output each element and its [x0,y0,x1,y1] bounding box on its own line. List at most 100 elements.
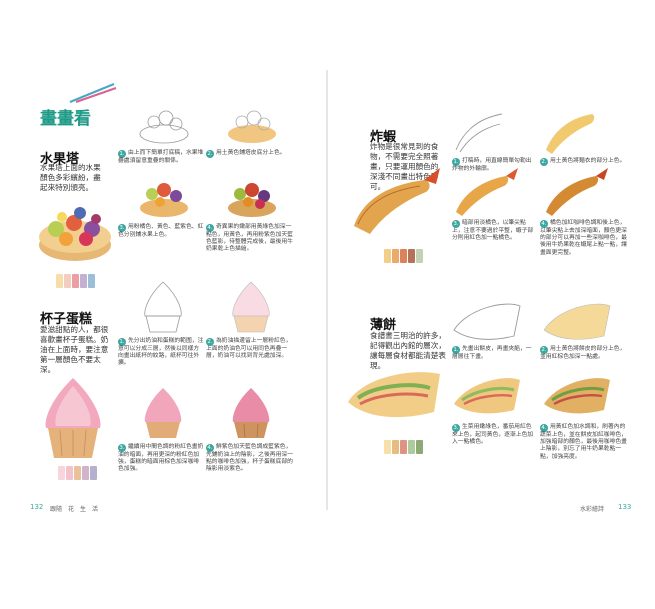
wrap-step4: 4.用黃紅色加水調和，刷著內的蔬菜上色，並在餅皮加紅咖啡色，加強暗部的顏色，最後… [540,424,630,461]
step-text: 奇異果的嫩部用黃綠色加深一點色，用黃色，再用粉紫色加天藍色藍影，待整體完成後，最… [206,224,293,253]
wrap-blurb: 食譜書三明治的許多，記得觀出內館的層次，讓每層食材都能清楚表現。 [370,331,446,370]
fruit-tart-step3: 3.用粉橘色、黃色、藍紫色、紅色分別鋪水果上色。 [118,224,204,239]
step-number: 1. [118,338,126,346]
step-number: 1. [452,346,460,354]
cupcake-step1-sketch [144,281,182,333]
step-number: 3. [118,224,126,232]
shrimp-step3: 3.暗部用淡橘色，以筆尖點上，注意不要過於平整，蝦子部分則用紅色加一點橘色。 [452,220,536,242]
wrap-step2: 2.用土黃色將餅皮的部分上色，並用紅棕色加深一點處。 [540,346,630,361]
step-number: 1. [118,150,126,158]
wrap-step4-final [544,378,610,414]
color-swatch [392,440,399,454]
cupcake-illustration [45,378,101,458]
shrimp-step1-sketch [455,113,503,153]
step-text: 用土黃色將餅皮的部分上色，並用紅棕色加深一點處。 [540,346,626,360]
color-swatch [400,440,407,454]
fruit-tart-step2-base [228,110,276,143]
wrap-title: 薄餅 [370,318,397,333]
running-header-right: 水彩繪詩 [580,506,605,513]
paintbrush-icon [69,82,117,104]
fruit-tart-title: 水果塔 [40,152,80,167]
color-swatch [384,440,391,454]
color-swatch [416,440,423,454]
step-number: 4. [540,424,548,432]
wrap-illustration [348,372,440,418]
color-swatch [56,274,63,288]
color-swatch [64,274,71,288]
step-text: 先分出奶油和蛋糕的範圍，注意可以分成三層，然後以同樣方向畫出紙杯的紋路，紙杯可往… [118,338,204,367]
color-swatch [408,249,415,263]
fruit-tart-illustration [39,207,111,261]
shrimp-step3-color [456,168,518,216]
step-number: 2. [540,346,548,354]
fruit-tart-step1: 1.由上而下簡單打底稿，水果堆疊處須留意重疊的關係。 [118,150,204,165]
cupcake-step4: 4.鮮紫色加天藍色調成藍紫色，先鋪奶油上的陰影，之後再用深一點的咖啡色加強，杯子… [206,444,296,474]
color-swatch [416,249,423,263]
step-number: 1. [452,158,460,166]
cupcake-step4-final [232,388,270,438]
shrimp-step2-base [546,114,595,154]
cupcake-step1: 1.先分出奶油和蛋糕的範圍，注意可以分成三層，然後以同樣方向畫出紙杯的紋路，紙杯… [118,338,204,368]
color-swatch [80,274,87,288]
wrap-step3: 3.生菜用嫩綠色，番茄用紅色來上色，起司黃色，逐漸上色加入一點橘色。 [452,424,536,446]
fruit-tart-step1-sketch [139,110,189,144]
step-number: 2. [540,158,548,166]
step-number: 3. [452,424,460,432]
cupcake-blurb: 愛滋甜點的人，都很喜歡畫杯子蛋糕。奶油在上面時，要注意第一層顏色不要太深。 [40,325,109,374]
shrimp-title: 炸蝦 [370,130,397,145]
step-text: 鮮紫色加天藍色調成藍紫色，先鋪奶油上的陰影，之後再用深一點的咖啡色加強，杯子蛋糕… [206,444,293,473]
color-swatch [400,249,407,263]
step-number: 4. [206,224,214,232]
fruit-tart-step3-color [140,183,188,217]
step-number: 3. [118,444,126,452]
cupcake-swatches [58,466,97,480]
fruit-tart-swatches [56,274,95,288]
step-text: 先畫出餅皮，再畫夾餡，一層層往下畫。 [452,346,532,360]
color-swatch [90,466,97,480]
wrap-step1-sketch [453,303,521,340]
step-text: 打稿時，用直線簡單勾勒出炸物的外輪廓。 [452,158,532,172]
wrap-step3-color [454,378,520,414]
step-text: 橘色加紅咖啡色調和後上色，以筆尖點上去加深暗面，顏色更深的部分可以再加一些深咖啡… [540,220,627,256]
book-gutter [326,70,328,510]
step-text: 用黃紅色加水調和，刷著內的蔬菜上色，並在餅皮加紅咖啡色，加強暗部的顏色，最後用咖… [540,424,627,460]
step-text: 由上而下簡單打底稿，水果堆疊處須留意重疊的關係。 [118,150,204,164]
step-text: 用粉橘色、黃色、藍紫色、紅色分別鋪水果上色。 [118,224,204,238]
cupcake-step2: 2.為奶油描邊留上一層粉紅色，上面的奶油色可以用同色再疊一層，奶油可以找到背光處… [206,338,296,360]
cupcake-step2-base [232,281,270,333]
running-header-left: 跟隨 花 生 活 [50,506,99,513]
step-number: 2. [206,338,214,346]
page-number-left: 132 [30,503,44,511]
fruit-tart-blurb: 水果塔上面的水果顏色多彩繽紛，盡起來特別頒亮。 [40,163,101,192]
shrimp-step1: 1.打稿時，用直線簡單勾勒出炸物的外輪廓。 [452,158,536,173]
cupcake-title: 杯子蛋糕 [40,312,93,327]
fruit-tart-step4: 4.奇異果的嫩部用黃綠色加深一點色，用黃色，再用粉紫色加天藍色藍影，待整體完成後… [206,224,296,254]
shrimp-step4: 4.橘色加紅咖啡色調和後上色，以筆尖點上去加深暗面，顏色更深的部分可以再加一些深… [540,220,630,257]
cupcake-step3: 3.繼續用中間色調的粉紅色畫奶油的暗面，再用更深的粉紅色加強，蛋糕的暗面用棕色加… [118,444,204,474]
step-text: 暗部用淡橘色，以筆尖點上，注意不要過於平整，蝦子部分則用紅色加一點橘色。 [452,220,534,242]
step-number: 2. [206,150,214,158]
color-swatch [392,249,399,263]
fruit-tart-step2: 2.用土黃色鋪塔皮底分上色。 [206,150,296,158]
fried-shrimp-illustration [354,168,440,234]
wrap-step2-base [543,303,611,340]
color-swatch [384,249,391,263]
cupcake-step3-color [144,388,182,438]
step-number: 4. [540,220,548,228]
shrimp-step4-final [546,168,608,216]
step-number: 3. [452,220,460,228]
color-swatch [88,274,95,288]
color-swatch [74,466,81,480]
fruit-tart-step4-final [228,183,276,217]
step-text: 用土黃色將麵衣的部分上色。 [550,158,626,164]
step-text: 生菜用嫩綠色，番茄用紅色來上色，起司黃色，逐漸上色加入一點橘色。 [452,424,534,446]
color-swatch [66,466,73,480]
color-swatch [408,440,415,454]
shrimp-step2: 2.用土黃色將麵衣的部分上色。 [540,158,630,166]
color-swatch [82,466,89,480]
color-swatch [58,466,65,480]
step-text: 繼續用中間色調的粉紅色畫奶油的暗面，再用更深的粉紅色加強，蛋糕的暗面用棕色加深咖… [118,444,204,473]
shrimp-swatches [384,249,423,263]
color-swatch [72,274,79,288]
